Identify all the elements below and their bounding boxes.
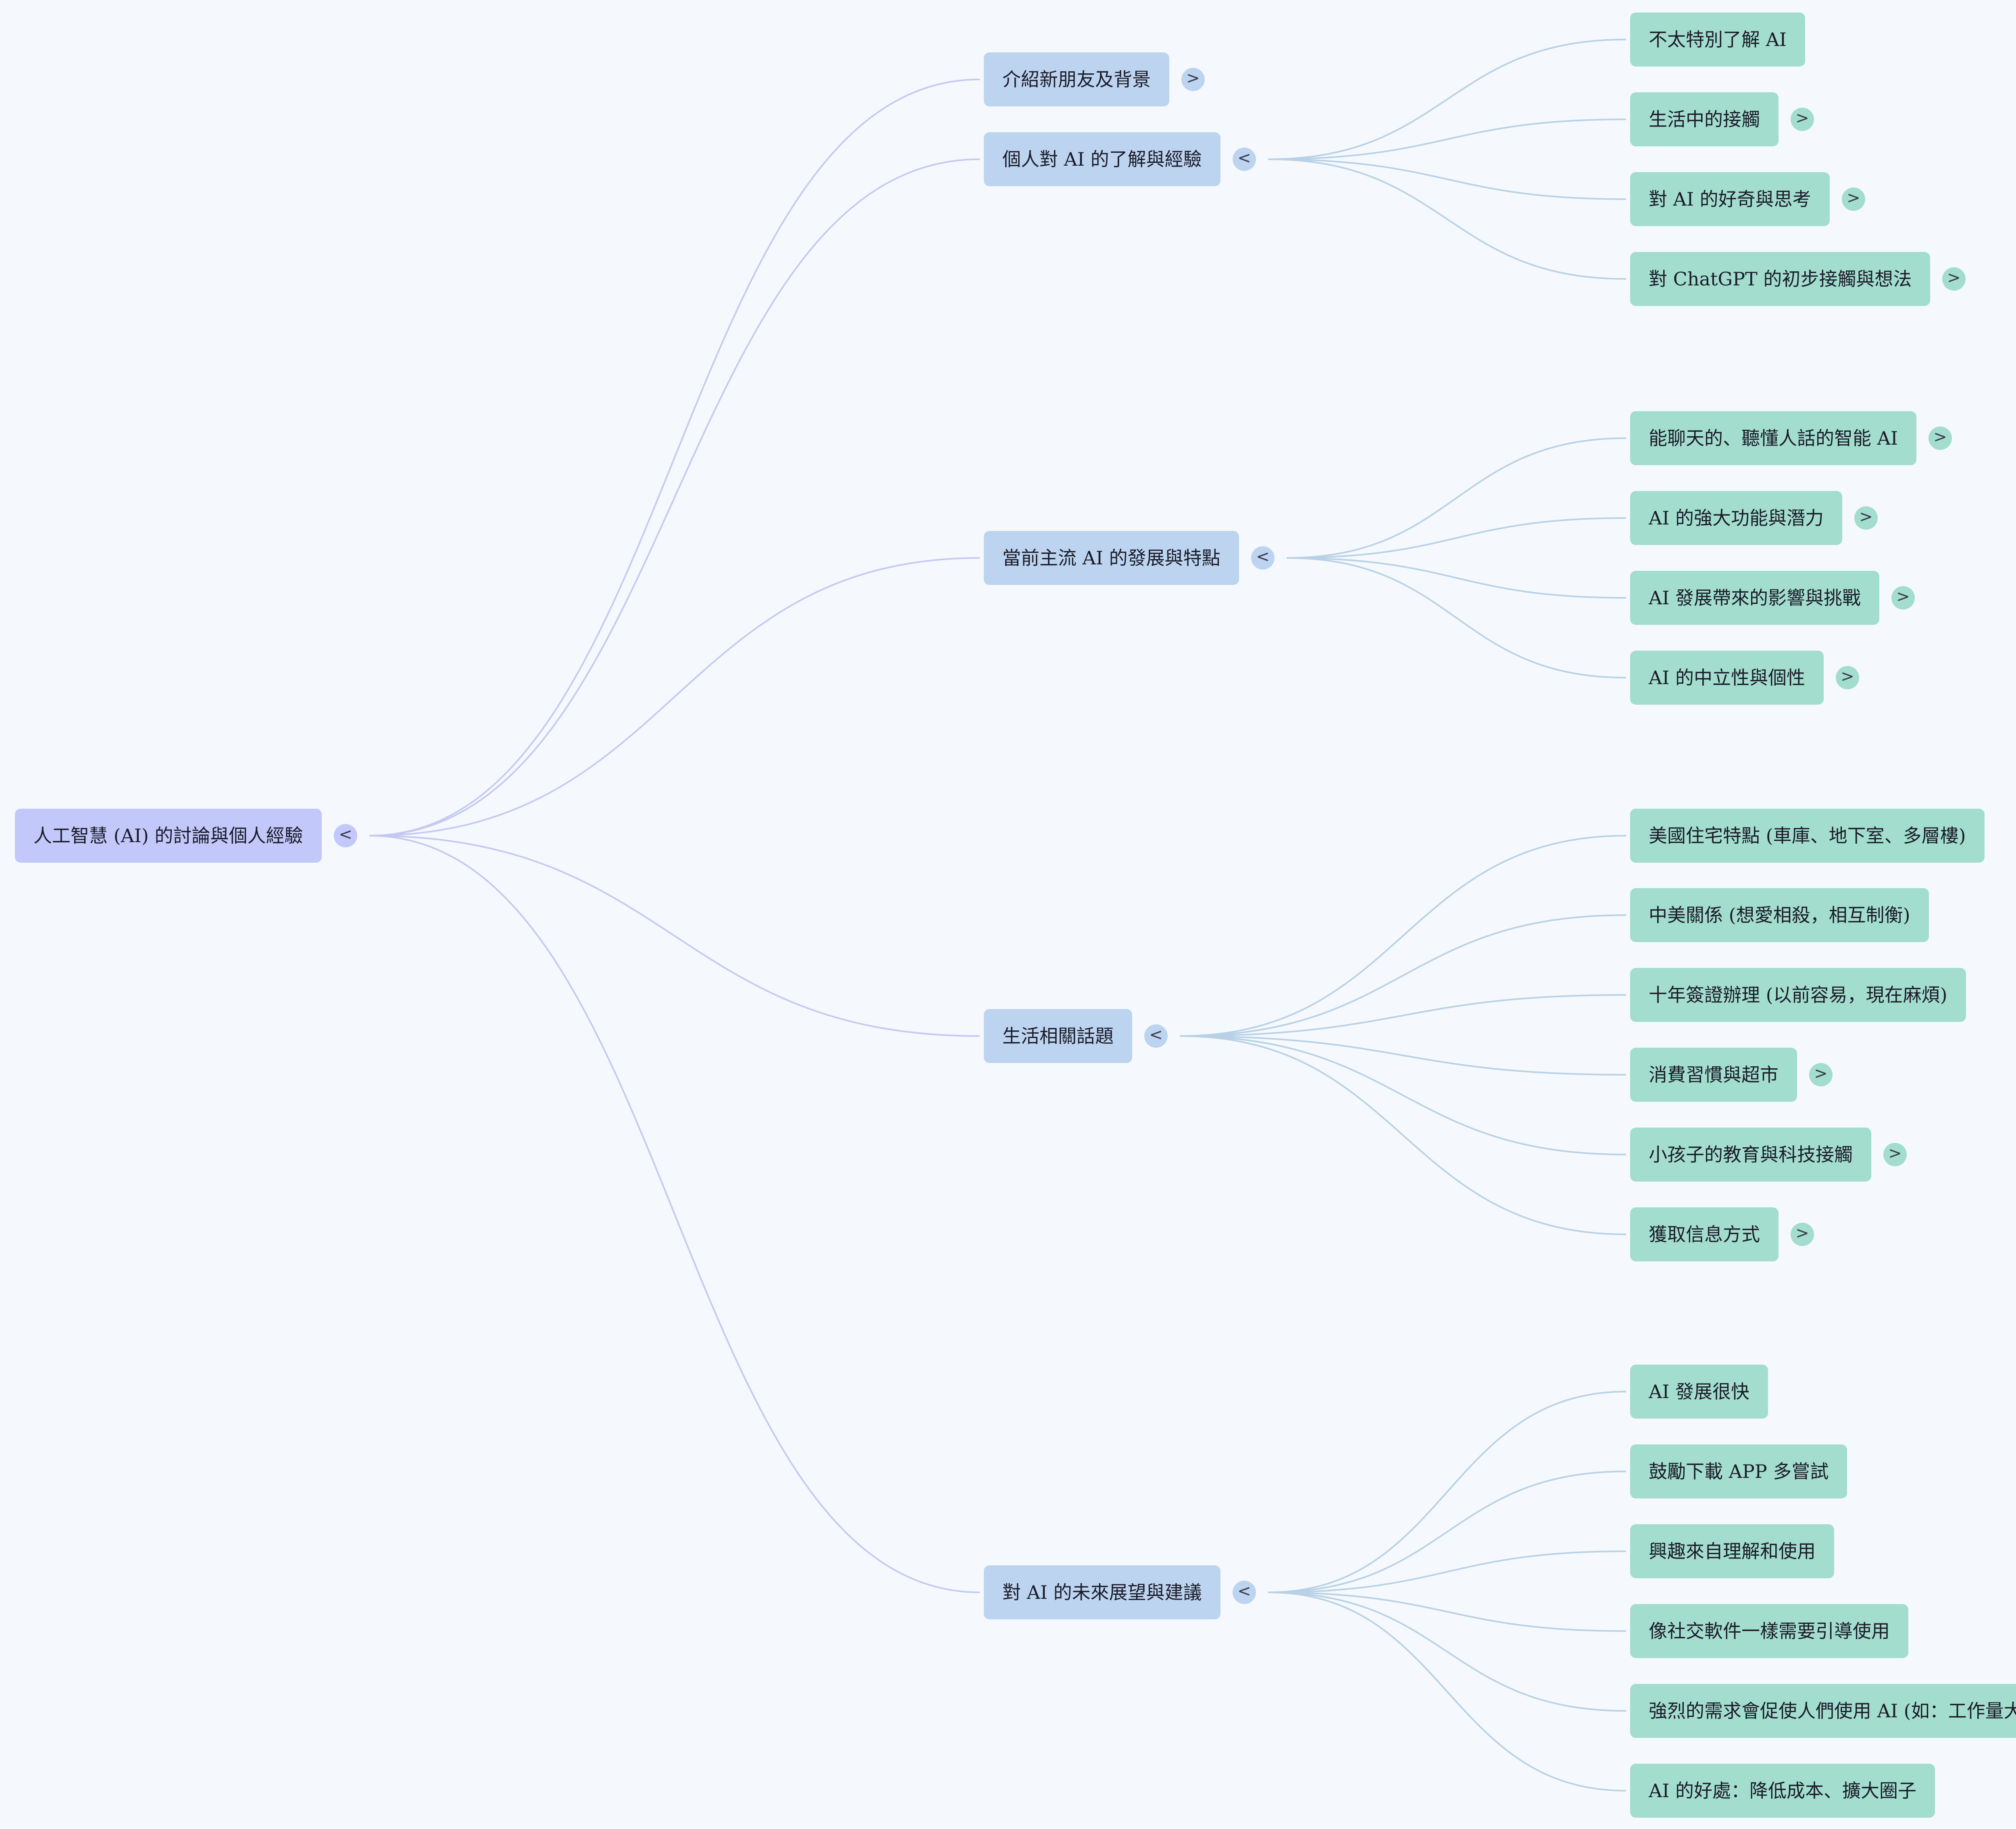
chevron-right-icon: > bbox=[1933, 428, 1947, 446]
topic-leaf-link bbox=[1179, 1035, 1627, 1155]
topic-leaf-link bbox=[1286, 557, 1627, 599]
topic-node-intro[interactable]: 介紹新朋友及背景 bbox=[984, 52, 1169, 106]
root-topic-link bbox=[369, 158, 980, 836]
leaf-expand-toggle[interactable]: > bbox=[1942, 267, 1966, 291]
leaf-node[interactable]: 強烈的需求會促使人們使用 AI (如：工作量大) bbox=[1630, 1684, 2016, 1738]
topic-leaf-link bbox=[1179, 914, 1627, 1037]
topic-leaf-link bbox=[1268, 1592, 1627, 1712]
leaf-node[interactable]: 小孩子的教育與科技接觸 bbox=[1630, 1128, 1871, 1182]
topic-node-life-topics[interactable]: 生活相關話題 bbox=[984, 1009, 1132, 1063]
leaf-expand-toggle[interactable]: > bbox=[1791, 1223, 1814, 1246]
chevron-left-icon: < bbox=[1256, 547, 1270, 566]
chevron-right-icon: > bbox=[1847, 189, 1860, 207]
topic-leaf-link bbox=[1268, 1592, 1627, 1792]
leaf-node[interactable]: AI 發展帶來的影響與挑戰 bbox=[1630, 571, 1880, 625]
leaf-node[interactable]: 像社交軟件一樣需要引導使用 bbox=[1630, 1604, 1908, 1658]
leaf-node[interactable]: 對 AI 的好奇與思考 bbox=[1630, 172, 1830, 226]
root-collapse-toggle[interactable]: < bbox=[334, 824, 357, 847]
topic-leaf-link bbox=[1286, 517, 1627, 559]
topic-node-personal-experience[interactable]: 個人對 AI 的了解與經驗 bbox=[984, 132, 1220, 186]
topic-personal-collapse-toggle[interactable]: < bbox=[1233, 148, 1256, 171]
chevron-right-icon: > bbox=[1896, 587, 1910, 606]
topic-leaf-link bbox=[1268, 1471, 1627, 1593]
topic-leaf-link bbox=[1268, 39, 1627, 160]
topic-leaf-link bbox=[1286, 437, 1627, 559]
topic-ai-development-collapse-toggle[interactable]: < bbox=[1251, 546, 1275, 570]
topic-leaf-link bbox=[1268, 158, 1627, 280]
topic-leaf-link bbox=[1179, 994, 1627, 1037]
chevron-right-icon: > bbox=[1888, 1144, 1902, 1163]
topic-leaf-link bbox=[1268, 1550, 1627, 1593]
chevron-right-icon: > bbox=[1186, 69, 1200, 87]
leaf-expand-toggle[interactable]: > bbox=[1929, 427, 1952, 450]
chevron-right-icon: > bbox=[1947, 268, 1961, 287]
leaf-expand-toggle[interactable]: > bbox=[1854, 506, 1878, 530]
topic-leaf-link bbox=[1268, 158, 1627, 200]
root-node[interactable]: 人工智慧 (AI) 的討論與個人經驗 bbox=[15, 809, 322, 863]
chevron-left-icon: < bbox=[1237, 149, 1251, 167]
chevron-right-icon: > bbox=[1814, 1064, 1828, 1083]
chevron-right-icon: > bbox=[1795, 1224, 1809, 1242]
chevron-right-icon: > bbox=[1859, 508, 1873, 526]
topic-leaf-link bbox=[1179, 1035, 1627, 1076]
leaf-node[interactable]: AI 的好處：降低成本、擴大圈子 bbox=[1630, 1764, 1935, 1818]
leaf-node[interactable]: 興趣來自理解和使用 bbox=[1630, 1524, 1834, 1578]
chevron-left-icon: < bbox=[1237, 1582, 1251, 1600]
topic-future-collapse-toggle[interactable]: < bbox=[1233, 1581, 1256, 1604]
leaf-node[interactable]: 不太特別了解 AI bbox=[1630, 12, 1806, 67]
leaf-expand-toggle[interactable]: > bbox=[1891, 586, 1915, 610]
leaf-node[interactable]: 獲取信息方式 bbox=[1630, 1207, 1779, 1261]
chevron-right-icon: > bbox=[1795, 109, 1809, 127]
topic-node-ai-development[interactable]: 當前主流 AI 的發展與特點 bbox=[984, 531, 1239, 585]
leaf-expand-toggle[interactable]: > bbox=[1791, 108, 1814, 131]
topic-leaf-link bbox=[1179, 835, 1627, 1037]
chevron-left-icon: < bbox=[1149, 1026, 1163, 1044]
leaf-expand-toggle[interactable]: > bbox=[1836, 666, 1859, 689]
leaf-node[interactable]: 生活中的接觸 bbox=[1630, 92, 1779, 146]
topic-leaf-link bbox=[1268, 119, 1627, 160]
topic-node-future-outlook[interactable]: 對 AI 的未來展望與建議 bbox=[984, 1565, 1220, 1619]
chevron-right-icon: > bbox=[1841, 667, 1854, 686]
leaf-node[interactable]: 鼓勵下載 APP 多嘗試 bbox=[1630, 1444, 1847, 1498]
root-topic-link bbox=[369, 835, 980, 1593]
root-topic-link bbox=[369, 557, 980, 836]
leaf-expand-toggle[interactable]: > bbox=[1842, 187, 1865, 211]
leaf-node[interactable]: 對 ChatGPT 的初步接觸與想法 bbox=[1630, 252, 1931, 306]
root-topic-link bbox=[369, 79, 980, 836]
leaf-node[interactable]: 能聊天的、聽懂人話的智能 AI bbox=[1630, 411, 1917, 465]
leaf-node[interactable]: AI 發展很快 bbox=[1630, 1365, 1768, 1419]
leaf-node[interactable]: 十年簽證辦理 (以前容易，現在麻煩) bbox=[1630, 968, 1966, 1022]
leaf-expand-toggle[interactable]: > bbox=[1883, 1143, 1907, 1166]
leaf-expand-toggle[interactable]: > bbox=[1809, 1063, 1833, 1086]
topic-leaf-link bbox=[1179, 1035, 1627, 1235]
leaf-node[interactable]: 消費習慣與超市 bbox=[1630, 1048, 1797, 1102]
leaf-node[interactable]: AI 的中立性與個性 bbox=[1630, 651, 1824, 705]
root-topic-link bbox=[369, 835, 980, 1037]
chevron-left-icon: < bbox=[339, 825, 352, 844]
topic-leaf-link bbox=[1268, 1391, 1627, 1593]
leaf-node[interactable]: AI 的強大功能與潛力 bbox=[1630, 491, 1843, 545]
leaf-node[interactable]: 中美關係 (想愛相殺，相互制衡) bbox=[1630, 888, 1929, 942]
topic-intro-expand-toggle[interactable]: > bbox=[1181, 68, 1205, 91]
topic-leaf-link bbox=[1268, 1592, 1627, 1632]
topic-leaf-link bbox=[1286, 557, 1627, 678]
leaf-node[interactable]: 美國住宅特點 (車庫、地下室、多層樓) bbox=[1630, 809, 1985, 863]
topic-life-collapse-toggle[interactable]: < bbox=[1144, 1024, 1168, 1048]
